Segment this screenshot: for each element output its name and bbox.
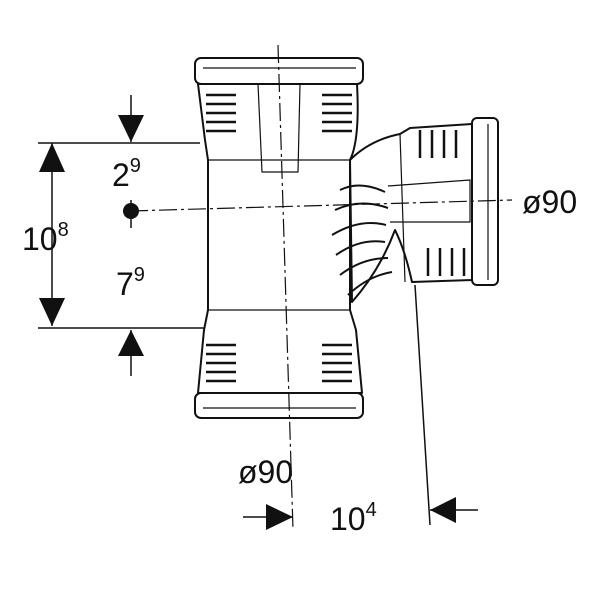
dim-main-diameter: ø90 bbox=[238, 454, 293, 490]
arrowheads bbox=[39, 115, 456, 530]
dim-total-height: 108 bbox=[22, 219, 69, 257]
center-lines bbox=[129, 44, 513, 531]
reference-point bbox=[123, 203, 139, 219]
dim-upper-offset: 29 bbox=[112, 155, 141, 193]
dim-lower-offset: 79 bbox=[116, 264, 145, 302]
dim-branch-diameter: ø90 bbox=[522, 184, 577, 220]
branch-pipe bbox=[331, 117, 499, 303]
dim-branch-offset: 104 bbox=[330, 499, 377, 537]
main-pipe bbox=[194, 57, 364, 419]
